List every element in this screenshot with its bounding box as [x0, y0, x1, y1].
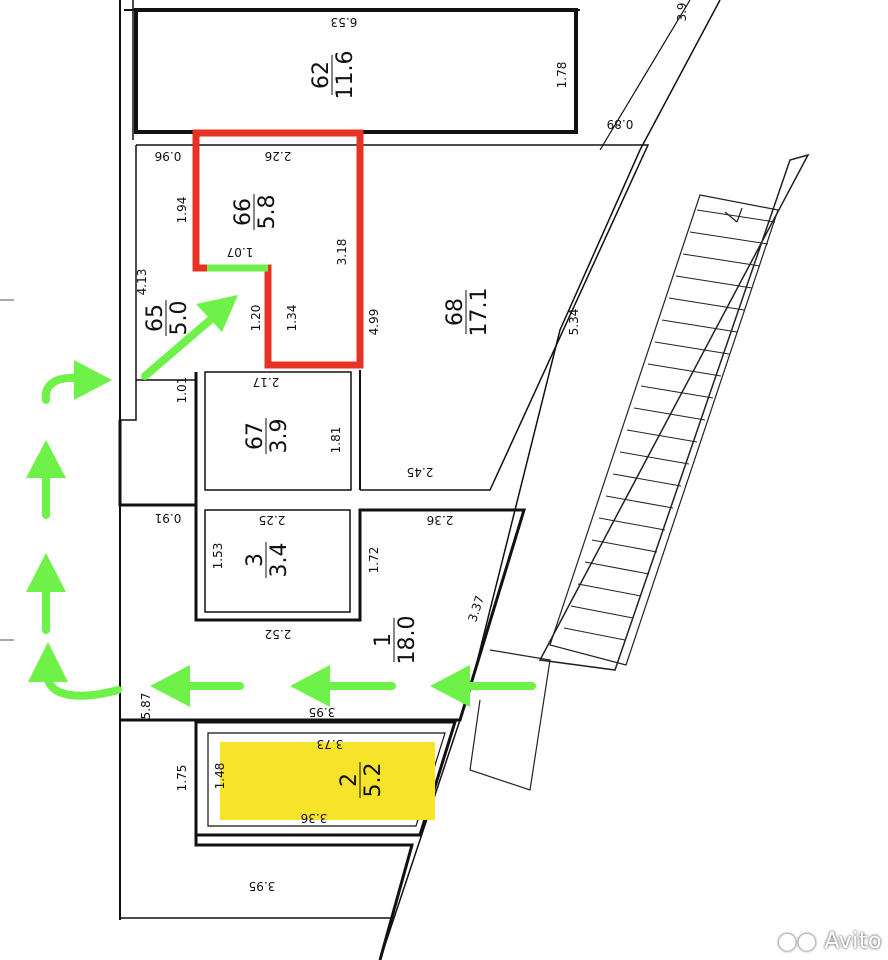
dim-label: 1.07: [227, 245, 254, 259]
svg-text:67: 67: [243, 422, 268, 450]
room-2-highlight: [220, 742, 435, 820]
dim-label: 2.45: [407, 465, 434, 479]
room-1-label: 1 18.0: [371, 616, 420, 665]
room-2-walls: [194, 720, 458, 960]
dim-label: 1.75: [175, 765, 189, 792]
dim-label: 1.81: [329, 427, 343, 454]
dim-label: 3.95: [249, 879, 276, 893]
dim-label: 1.94: [175, 197, 189, 224]
dim-label: 3.9: [675, 2, 689, 21]
avito-watermark-text: Avito: [824, 929, 882, 954]
dim-label: 0.91: [155, 511, 182, 525]
room-67-label: 67 3.9: [243, 418, 292, 454]
room-68-label: 68 17.1: [443, 288, 492, 337]
dim-label: 3.37: [465, 594, 487, 624]
dim-label: 6.53: [331, 15, 358, 29]
dim-label: 5.87: [139, 693, 153, 720]
dim-label: 2.26: [265, 149, 292, 163]
dim-label: 1.72: [367, 547, 381, 574]
room-66-outline: [192, 129, 364, 369]
dim-label: 2.36: [427, 513, 454, 527]
room-62-label: 62 11.6: [309, 51, 358, 100]
svg-text:3.9: 3.9: [267, 419, 292, 454]
dim-label: 2.25: [259, 513, 286, 527]
svg-text:5.2: 5.2: [361, 763, 386, 798]
dim-label: 1.48: [213, 763, 227, 790]
svg-text:2: 2: [337, 773, 362, 787]
svg-text:11.6: 11.6: [333, 51, 358, 100]
dim-label: 2.17: [253, 375, 280, 389]
dim-label: 1.20: [249, 305, 263, 332]
dim-label: 3.36: [301, 811, 328, 825]
dim-label: 2.52: [265, 627, 292, 641]
room-labels: 62 11.6 66 5.8 65 5.0 68 17.1 67 3.9 3 3…: [143, 51, 492, 798]
svg-text:1: 1: [371, 633, 396, 647]
rooms-middle-walls: [118, 144, 650, 507]
avito-logo-icon: ●●: [777, 929, 818, 954]
svg-text:3.4: 3.4: [267, 543, 292, 578]
dim-label: 5.34: [567, 309, 581, 336]
room-65-label: 65 5.0: [143, 300, 192, 336]
avito-watermark: ●● Avito: [778, 929, 882, 954]
room-66-label: 66 5.8: [231, 194, 280, 230]
svg-text:66: 66: [231, 198, 256, 226]
svg-text:5.8: 5.8: [255, 195, 280, 230]
route-arrows: [26, 295, 536, 707]
svg-text:65: 65: [143, 304, 168, 332]
svg-text:3: 3: [243, 553, 268, 567]
svg-text:18.0: 18.0: [395, 616, 420, 665]
dim-label: 3.73: [317, 737, 344, 751]
svg-text:68: 68: [443, 298, 468, 326]
room-3-label: 3 3.4: [243, 542, 292, 578]
dim-label: 0.96: [155, 149, 182, 163]
rooms-lower-walls: [120, 505, 527, 722]
svg-text:62: 62: [309, 61, 334, 89]
dim-label: 0.89: [607, 117, 634, 131]
svg-text:17.1: 17.1: [467, 288, 492, 337]
dim-label: 1.78: [555, 62, 569, 89]
svg-text:5.0: 5.0: [167, 301, 192, 336]
room-2-label: 2 5.2: [337, 762, 386, 798]
dimension-labels: 6.53 1.78 0.89 3.9 0.96 2.26 1.94 3.18 1…: [135, 2, 689, 893]
dim-label: 1.01: [175, 377, 189, 404]
staircase: [469, 153, 810, 791]
dim-label: 1.34: [285, 305, 299, 332]
dim-label: 3.18: [335, 239, 349, 266]
dim-label: 4.99: [367, 309, 381, 336]
dim-label: 3.95: [309, 705, 336, 719]
dim-label: 4.13: [135, 269, 149, 296]
dim-label: 1.53: [211, 543, 225, 570]
